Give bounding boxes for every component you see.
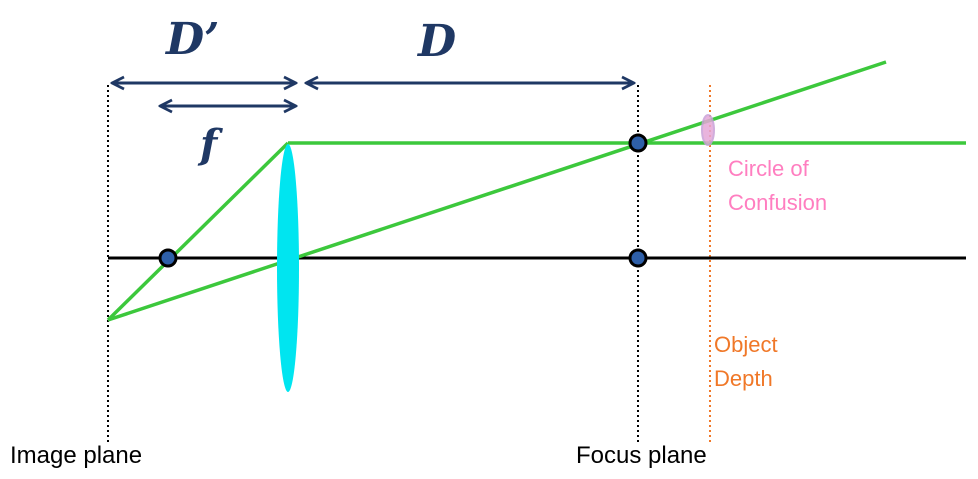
- focal-point-marker: [158, 248, 178, 268]
- axis-focus-marker: [628, 248, 648, 268]
- ray-through-center: [107, 60, 887, 322]
- focus-plane-label: Focus plane: [576, 442, 707, 469]
- circle-of-confusion-label-line1: Circle of: [728, 156, 810, 181]
- focus-point-marker: [628, 133, 648, 153]
- circle-of-confusion-marker: [701, 114, 715, 146]
- object-depth-label-line1: Object: [714, 332, 778, 357]
- object-depth-label-line2: Depth: [714, 366, 773, 391]
- f-label: f: [197, 121, 223, 168]
- lens: [277, 144, 299, 392]
- circle-of-confusion-label-line2: Confusion: [728, 190, 827, 215]
- ray-to-image-from-top: [106, 141, 290, 322]
- image-plane-label: Image plane: [10, 442, 142, 469]
- d-label: D: [416, 16, 456, 67]
- d-prime-label: D’: [164, 14, 219, 65]
